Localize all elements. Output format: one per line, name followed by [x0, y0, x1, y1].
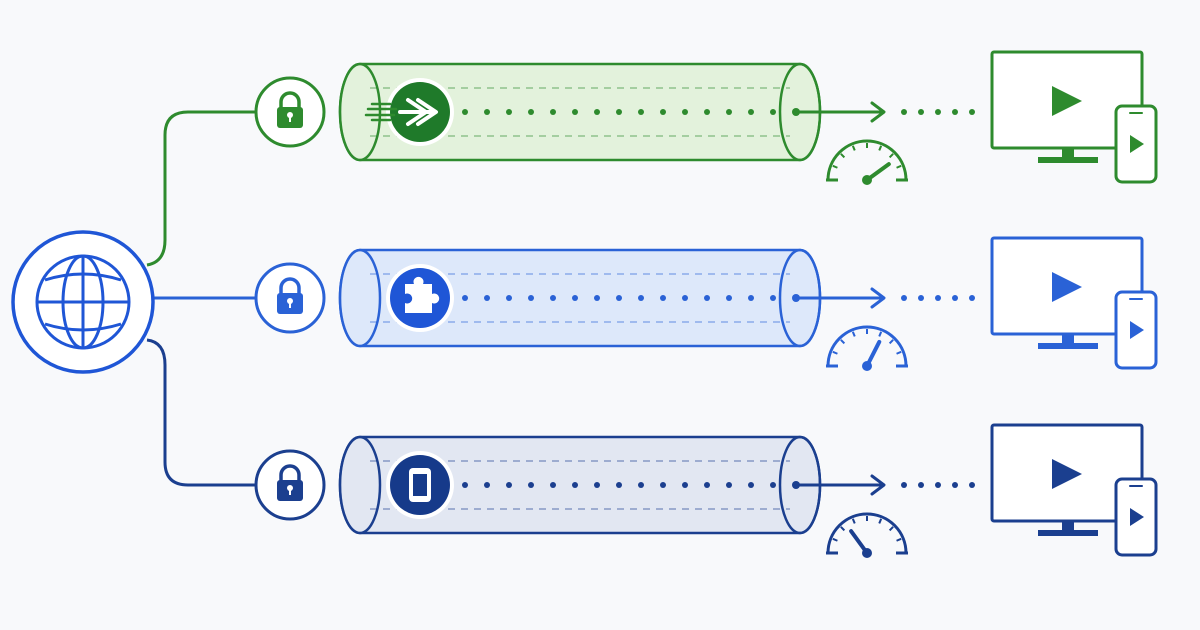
trailing-dots [901, 109, 975, 115]
speedometer-icon [826, 139, 908, 185]
connector-line-navy [146, 338, 257, 487]
arrow-right-icon [792, 474, 886, 496]
smartphone-icon [1114, 477, 1158, 557]
fast-forward-arrow-icon [386, 78, 454, 146]
speedometer-icon [826, 512, 908, 558]
connectors [146, 110, 257, 487]
monitor-icon [990, 423, 1144, 536]
connector-line-green [146, 110, 257, 267]
tunnel-tube [338, 435, 822, 535]
arrow-right-icon [792, 287, 886, 309]
lock-icon [254, 76, 326, 148]
flow-dots [462, 295, 776, 301]
tunnel-tube [338, 248, 822, 348]
puzzle-piece-icon [386, 264, 454, 332]
arrow-right-icon [792, 101, 886, 123]
lock-icon [254, 449, 326, 521]
lane-navy [254, 423, 1158, 558]
smartphone-icon [386, 451, 454, 519]
speedometer-icon [826, 325, 908, 371]
lane-blue [254, 236, 1158, 371]
flow-dots [462, 109, 776, 115]
play-icon [1052, 272, 1082, 302]
play-icon [1130, 135, 1144, 153]
play-icon [1052, 459, 1082, 489]
play-icon [1130, 508, 1144, 526]
lock-icon [254, 262, 326, 334]
smartphone-icon [1114, 104, 1158, 184]
trailing-dots [901, 482, 975, 488]
smartphone-icon [1114, 290, 1158, 370]
monitor-icon [990, 50, 1144, 163]
flow-dots [462, 482, 776, 488]
monitor-icon [990, 236, 1144, 349]
play-icon [1052, 86, 1082, 116]
trailing-dots [901, 295, 975, 301]
lanes [254, 50, 1158, 558]
play-icon [1130, 321, 1144, 339]
globe-icon [11, 230, 155, 374]
lane-green [254, 50, 1158, 185]
